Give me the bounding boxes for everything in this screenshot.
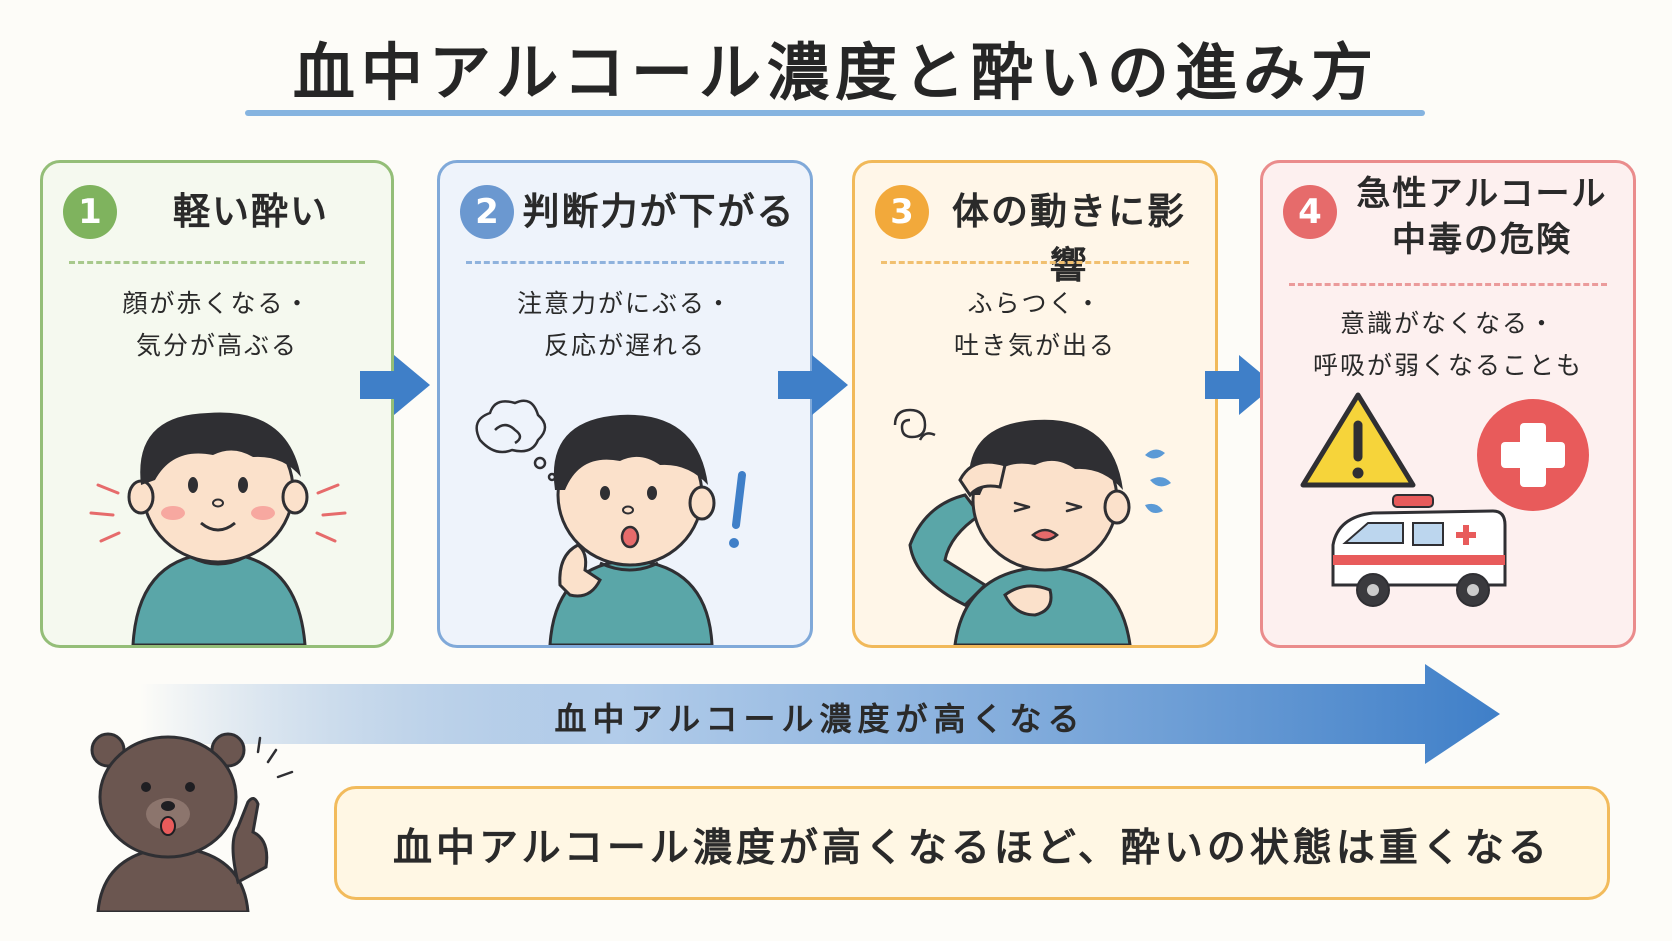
dizzy-swirl-icon	[893, 408, 936, 441]
stage-number-badge: 1	[63, 185, 117, 239]
emergency-illustration	[1300, 392, 1589, 607]
stage-card-2: 2 判断力が下がる 注意力がにぶる・ 反応が遅れる	[437, 160, 813, 648]
ambulance-icon	[1331, 494, 1507, 607]
medical-cross-icon	[1477, 399, 1589, 511]
title-underline	[245, 110, 1425, 116]
stage-number-badge: 3	[875, 185, 929, 239]
stage-description: 顔が赤くなる・ 気分が高ぶる	[122, 289, 312, 360]
stage-card-3: 3 体の動きに影響 ふらつく・ 吐き気が出る	[852, 160, 1218, 648]
stage-title: 判断力が下がる	[522, 190, 796, 233]
warning-icon	[1300, 392, 1416, 488]
stage-title: 急性アルコール 中毒の危険	[1356, 174, 1608, 260]
stage-number-badge: 2	[460, 185, 514, 239]
summary-text: 血中アルコール濃度が高くなるほど、酔いの状態は重くなる	[393, 826, 1551, 871]
stage-number-badge: 4	[1283, 185, 1337, 239]
stage-title: 軽い酔い	[173, 190, 329, 233]
progress-arrow-label: 血中アルコール濃度が高くなる	[554, 700, 1086, 738]
summary-box: 血中アルコール濃度が高くなるほど、酔いの状態は重くなる	[334, 786, 1610, 900]
divider	[1289, 283, 1607, 286]
dizzy-boy-illustration	[893, 408, 1171, 645]
stage-card-4: 4 急性アルコール 中毒の危険 意識がなくなる・ 呼吸が弱くなることも	[1260, 160, 1636, 648]
concentration-progress-arrow	[140, 664, 1500, 764]
confused-boy-illustration	[475, 399, 746, 645]
stage-description: ふらつく・ 吐き気が出る	[953, 289, 1116, 360]
divider	[69, 261, 365, 264]
next-step-arrow	[1205, 355, 1275, 415]
stage-card-1: 1 軽い酔い 顔が赤くなる・ 気分が高ぶる	[40, 160, 394, 648]
stage-title: 体の動きに影響	[952, 190, 1186, 287]
next-step-arrow	[360, 355, 430, 415]
stage-description: 意識がなくなる・ 呼吸が弱くなることも	[1312, 309, 1583, 380]
next-step-arrow	[778, 355, 848, 415]
happy-boy-illustration	[89, 412, 347, 645]
divider	[466, 261, 784, 264]
page-title: 血中アルコール濃度と酔いの進み方	[292, 36, 1380, 109]
stage-description: 注意力がにぶる・ 反応が遅れる	[516, 289, 733, 360]
thought-bubble-icon	[475, 399, 557, 482]
bear-mascot	[90, 732, 294, 912]
divider	[881, 261, 1189, 264]
